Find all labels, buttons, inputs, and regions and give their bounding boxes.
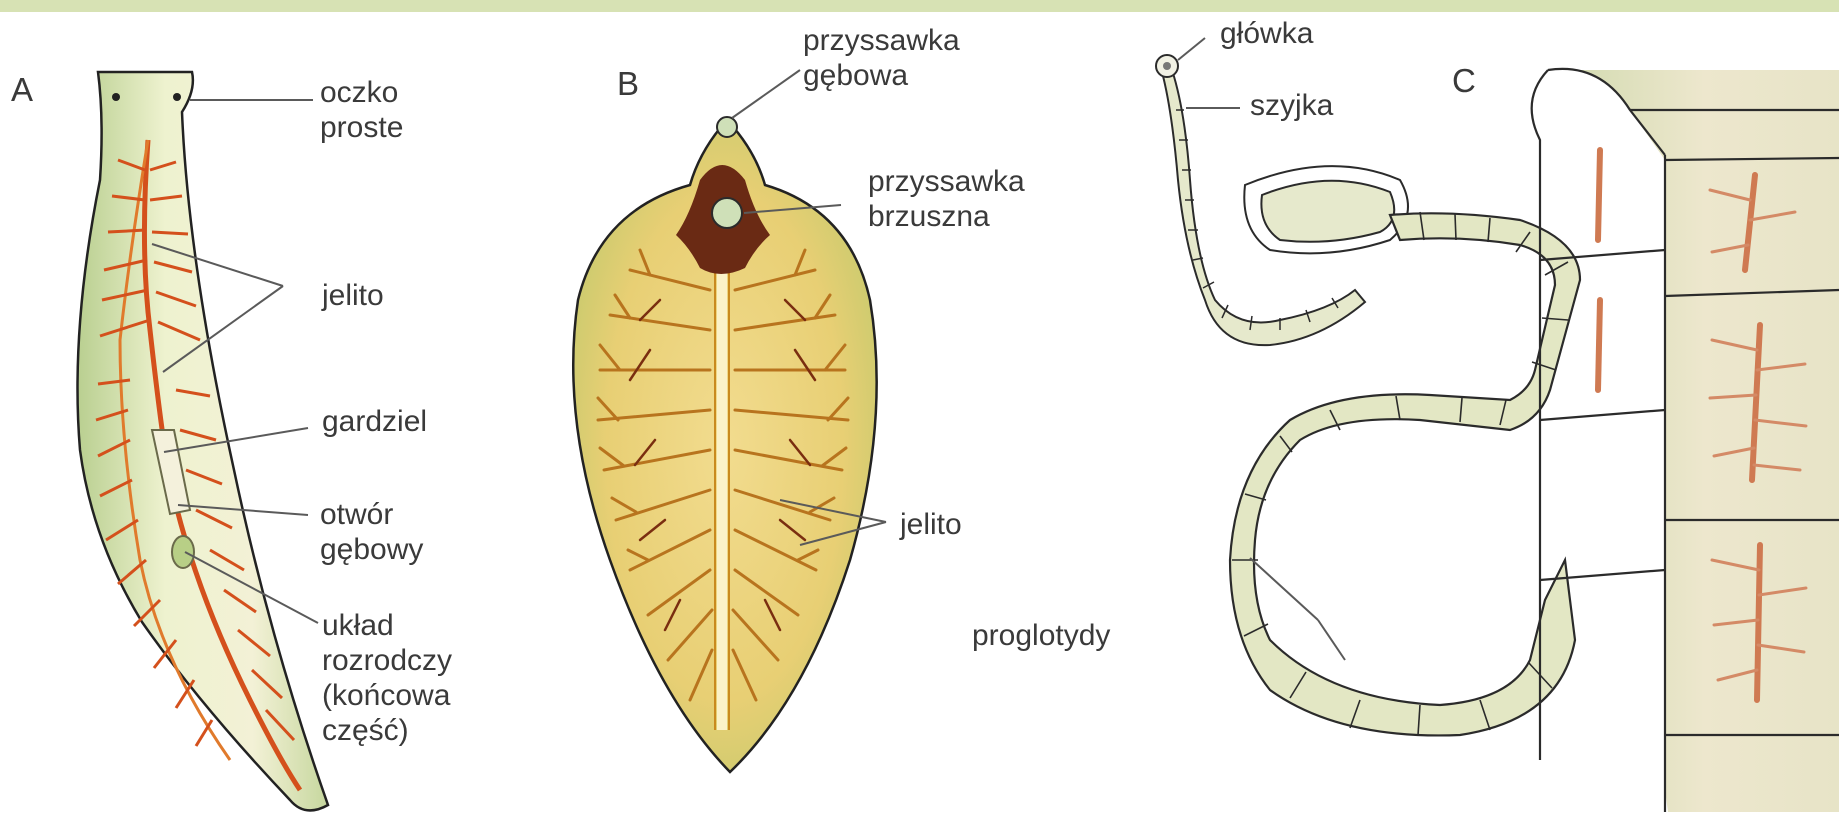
label-oral-sucker-line1: przyssawka [803, 23, 960, 58]
label-oral-sucker: przyssawka gębowa [803, 23, 960, 93]
panel-letter-b: B [617, 66, 639, 102]
label-head: główka [1220, 16, 1313, 51]
label-ventral-sucker-line1: przyssawka [868, 164, 1025, 199]
label-eyespot-line2: proste [320, 110, 403, 145]
label-proglottids: proglotydy [972, 618, 1110, 653]
label-pharynx: gardziel [322, 404, 427, 439]
tapeworm-illustration [1156, 55, 1839, 812]
panel-letter-a: A [11, 72, 33, 108]
label-reproductive-line2: rozrodczy [322, 643, 452, 678]
label-oral-sucker-line2: gębowa [803, 58, 960, 93]
panel-letter-c: C [1452, 63, 1476, 99]
label-ventral-sucker-line2: brzuszna [868, 199, 1025, 234]
label-reproductive-line4: część) [322, 713, 452, 748]
label-reproductive-line1: układ [322, 608, 452, 643]
label-gut-a: jelito [322, 278, 384, 313]
proglottid-column [1532, 69, 1839, 812]
label-eyespot-line1: oczko [320, 75, 403, 110]
label-reproductive-line3: (końcowa [322, 678, 452, 713]
fluke-illustration [573, 117, 876, 772]
label-gut-b: jelito [900, 507, 962, 542]
label-reproductive: układ rozrodczy (końcowa część) [322, 608, 452, 748]
label-mouth-line1: otwór [320, 497, 423, 532]
label-mouth: otwór gębowy [320, 497, 423, 567]
flatworm-illustration [78, 72, 329, 810]
label-ventral-sucker: przyssawka brzuszna [868, 164, 1025, 234]
label-neck: szyjka [1250, 88, 1333, 123]
label-eyespot: oczko proste [320, 75, 403, 145]
label-mouth-line2: gębowy [320, 532, 423, 567]
